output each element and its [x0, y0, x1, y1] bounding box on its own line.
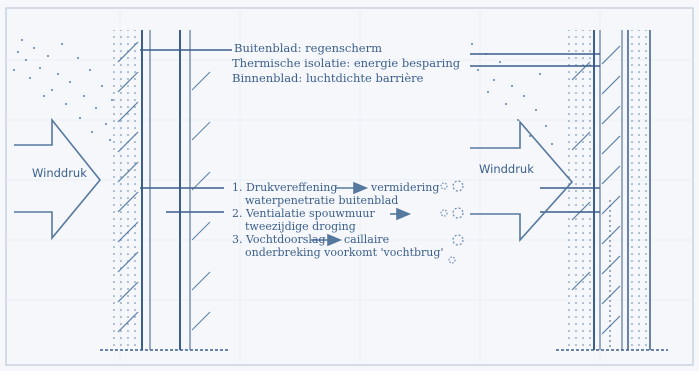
label-step1-b: vermidering	[371, 181, 440, 194]
label-step3-a: 3. Vochtdoorslag	[232, 233, 326, 246]
label-step1-c: waterpenetratie buitenblad	[245, 194, 399, 207]
process-arrows	[311, 181, 412, 247]
left-insulation-hatch	[117, 41, 139, 333]
label-step2-a: 2. Ventialatie spouwmuur	[232, 207, 375, 220]
right-outer-leaf	[568, 30, 594, 350]
right-wind-arrow	[470, 119, 574, 243]
right-insulation-hatch	[571, 45, 621, 335]
left-outer-leaf	[112, 30, 142, 350]
label-wind-left: Winddruk	[32, 166, 87, 180]
label-outer-leaf: Buitenblad: regenscherm	[234, 41, 382, 55]
droplet-symbols	[440, 180, 464, 264]
right-leader-lines	[470, 53, 600, 213]
right-wall	[556, 30, 668, 351]
left-wind-arrow	[14, 117, 102, 241]
label-step2-b: tweezijdige droging	[245, 220, 356, 233]
rain-dots-right	[471, 43, 553, 145]
label-inner-leaf: Binnenblad: luchtdichte barrière	[232, 71, 424, 85]
label-step3-c: onderbreking voorkomt 'vochtbrug'	[245, 246, 444, 259]
outer-frame	[5, 7, 694, 366]
label-step1-a: 1. Drukvereffening	[232, 181, 338, 194]
rain-dots-left	[13, 39, 113, 141]
label-wind-right: Winddruk	[479, 162, 534, 176]
label-step3-b: caillaire	[344, 233, 390, 246]
left-wall	[100, 30, 230, 351]
label-insulation: Thermische isolatie: energie besparing	[232, 56, 461, 70]
right-inner-leaf	[628, 30, 650, 350]
left-inner-hatch	[191, 71, 211, 331]
leader-lines	[140, 49, 232, 213]
